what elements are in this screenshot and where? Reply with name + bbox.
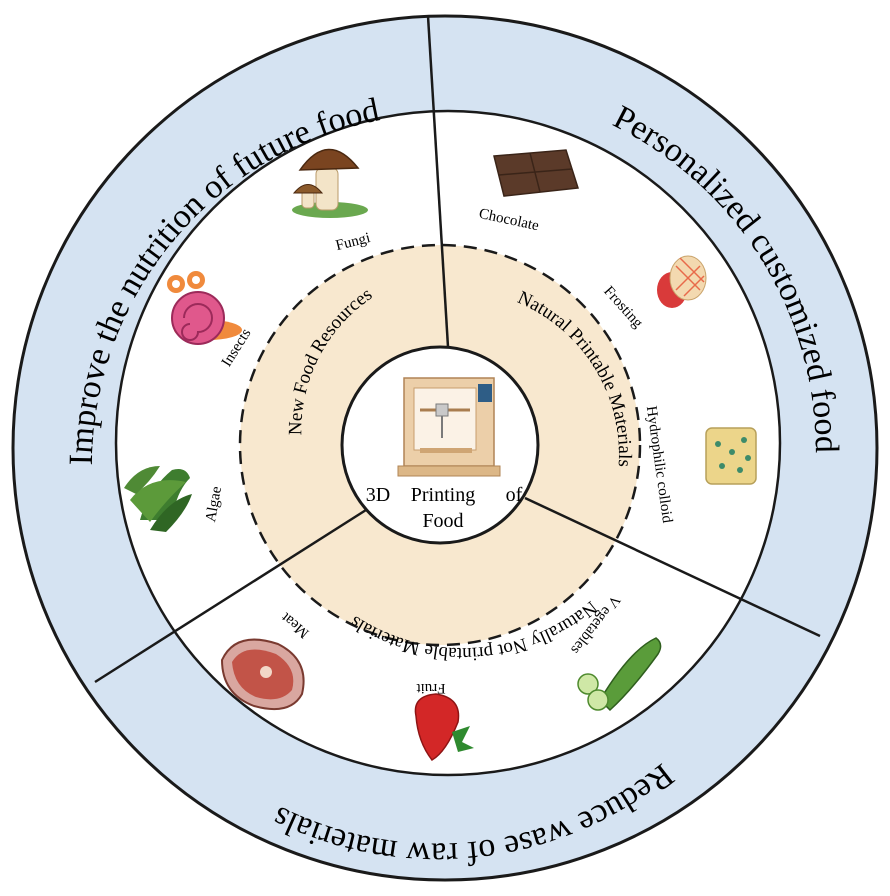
mushroom-icon	[292, 148, 368, 218]
3d-printer-icon	[397, 377, 501, 477]
cucumber-icon	[577, 637, 662, 712]
divider-top	[426, 15, 450, 348]
center-word-3d: 3D	[366, 484, 390, 506]
algae-icon	[124, 466, 192, 532]
chocolate-icon	[493, 149, 579, 197]
item-label-fruit: Fruit	[416, 680, 446, 696]
item-label-algae: Algae	[203, 485, 225, 523]
colloid-icon	[705, 427, 757, 485]
center-word-of: of	[506, 484, 523, 506]
snail-icon	[167, 271, 242, 345]
frosting-icon	[657, 255, 707, 308]
center-word-food: Food	[422, 510, 463, 532]
divider-right	[524, 496, 821, 638]
center-word-printing: Printing	[411, 484, 475, 506]
meat-icon	[220, 638, 305, 710]
divider-left	[94, 508, 367, 684]
strawberry-icon	[414, 693, 474, 761]
